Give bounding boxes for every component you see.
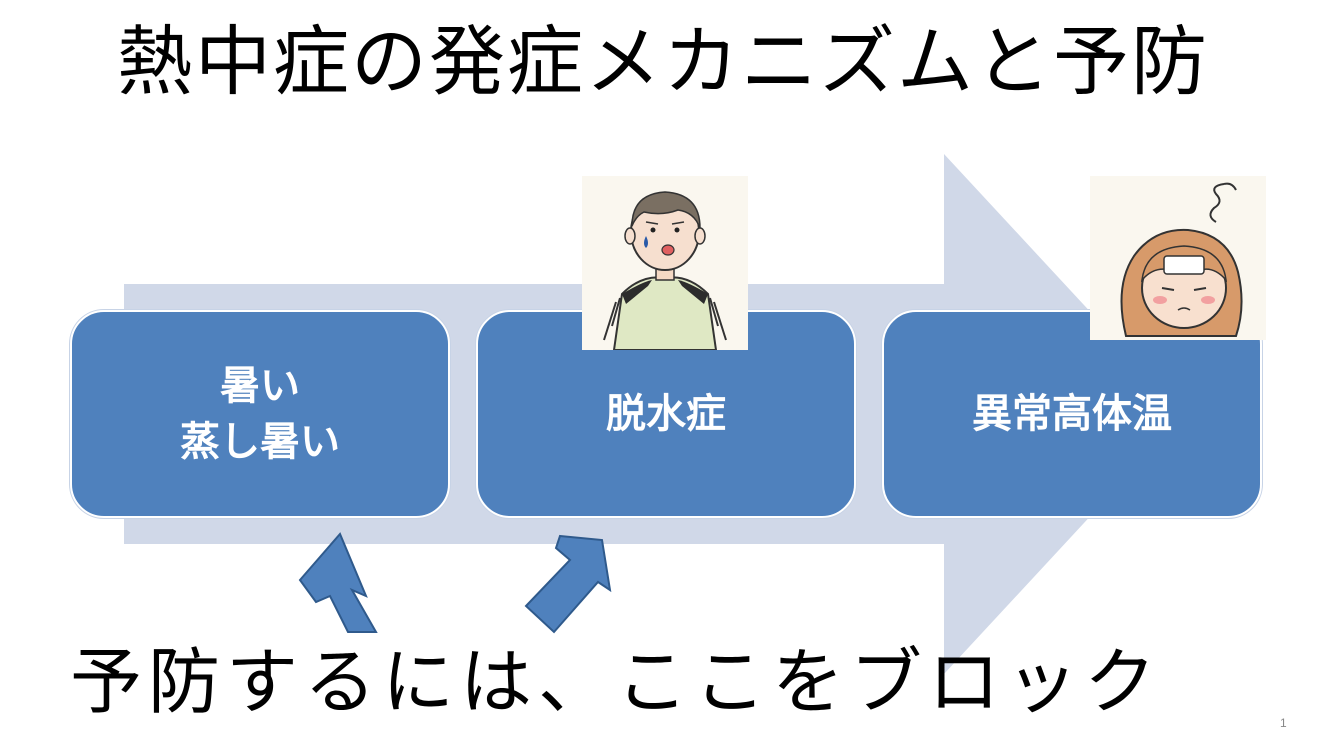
up-right-arrow-shape: [524, 534, 612, 634]
page-number: 1: [1280, 716, 1287, 730]
step-box-hyperthermia: 異常高体温: [882, 310, 1262, 518]
step-hyperthermia-label: 異常高体温: [972, 391, 1172, 437]
sweating-boy-illustration: [582, 176, 748, 350]
up-arrow-icon: [298, 532, 378, 633]
step-box-heat: 暑い 蒸し暑い: [70, 310, 450, 518]
up-arrow-shape: [298, 532, 378, 633]
up-right-arrow-icon: [524, 534, 612, 634]
feverish-girl-illustration: [1090, 176, 1266, 340]
step-heat-line-1: 暑い: [220, 363, 300, 409]
step-dehydration-label: 脱水症: [606, 391, 726, 437]
page-title: 熱中症の発症メカニズムと予防: [117, 17, 1209, 106]
prevention-caption: 予防するには、ここをブロック: [70, 640, 1163, 724]
step-heat-line-2: 蒸し暑い: [180, 419, 340, 465]
